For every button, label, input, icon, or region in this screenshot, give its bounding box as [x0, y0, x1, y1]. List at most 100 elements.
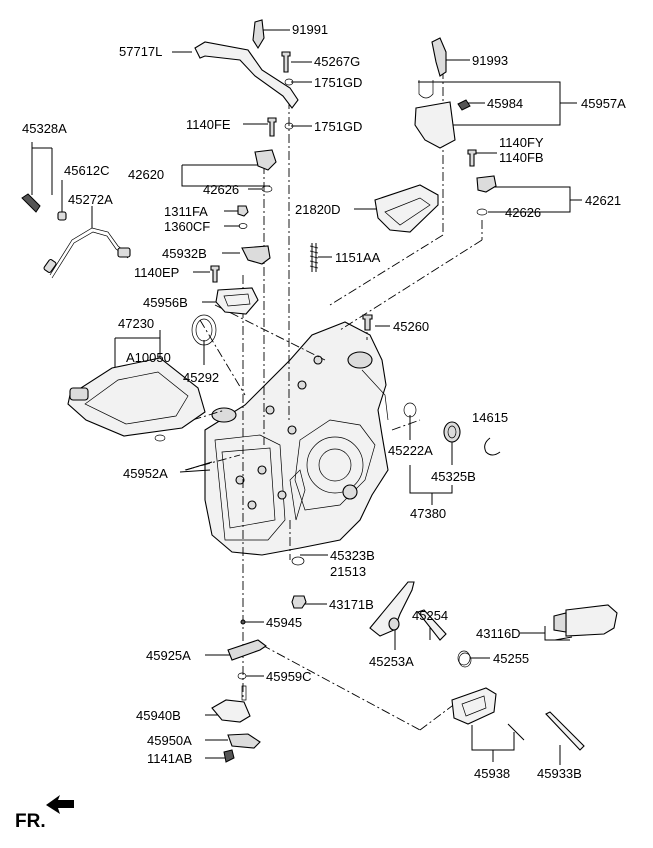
part-1140FB-bolt	[467, 149, 477, 167]
part-45957A-bracket	[414, 101, 456, 149]
label-1140FE: 1140FE	[186, 117, 231, 132]
label-42626-a: 42626	[203, 182, 239, 197]
label-45925A: 45925A	[146, 648, 191, 663]
label-45260: 45260	[393, 319, 429, 334]
label-42626-b: 42626	[505, 205, 541, 220]
part-45323B-seal	[291, 556, 305, 566]
part-A10050-oring	[154, 434, 166, 442]
part-1360CF-ring	[238, 223, 248, 229]
label-43171B: 43171B	[329, 597, 374, 612]
label-45940B: 45940B	[136, 708, 181, 723]
fr-arrow-icon	[46, 795, 74, 814]
label-42620: 42620	[128, 167, 164, 182]
part-45938-bracket	[451, 687, 497, 725]
part-45253A-lever	[369, 581, 415, 637]
label-57717L: 57717L	[119, 44, 162, 59]
part-45328A-bolt	[21, 193, 41, 213]
label-45323B: 45323B	[330, 548, 375, 563]
part-45260-plug	[362, 314, 373, 331]
part-1311FA-nut	[237, 205, 249, 217]
part-45950A-sensor	[227, 733, 261, 749]
part-42626-ring-a	[261, 185, 273, 193]
part-21820D-bracket	[374, 184, 439, 233]
label-45328A: 45328A	[22, 121, 67, 136]
label-45255: 45255	[493, 651, 529, 666]
part-1751GD-ring-b	[284, 122, 294, 130]
part-45267G-bolt	[281, 51, 291, 73]
label-1141AB: 1141AB	[147, 751, 192, 766]
part-45925A-linkage	[227, 639, 267, 661]
part-14615-clip	[484, 437, 501, 456]
label-47230: 47230	[118, 316, 154, 331]
part-43171B-plug	[291, 595, 307, 609]
label-1140FY: 1140FY	[499, 135, 544, 150]
label-1140EP: 1140EP	[134, 265, 179, 280]
label-45938: 45938	[474, 766, 510, 781]
label-14615: 14615	[472, 410, 508, 425]
part-45325B-seal	[443, 421, 461, 443]
part-42626-ring-b	[476, 208, 488, 216]
transmission-case	[204, 321, 389, 556]
part-45945-ring	[240, 619, 246, 625]
label-45612C: 45612C	[64, 163, 110, 178]
label-1751GD-a: 1751GD	[314, 75, 362, 90]
label-45254: 45254	[412, 608, 448, 623]
label-45292: 45292	[183, 370, 219, 385]
label-45272A: 45272A	[68, 192, 113, 207]
label-91991: 91991	[292, 22, 328, 37]
label-1751GD-b: 1751GD	[314, 119, 362, 134]
part-45222A-seal	[403, 402, 417, 418]
part-1151AA-spring	[309, 243, 319, 272]
part-1141AB-bolt	[223, 749, 235, 763]
label-45959C: 45959C	[266, 669, 312, 684]
label-21513: 21513	[330, 564, 366, 579]
part-45932B-bracket	[241, 245, 271, 265]
part-45254-shaft	[417, 609, 447, 641]
label-91993: 91993	[472, 53, 508, 68]
label-1360CF: 1360CF	[164, 219, 210, 234]
part-1140FE-bolt	[267, 117, 277, 137]
label-45950A: 45950A	[147, 733, 192, 748]
part-45959C-ring	[237, 672, 247, 680]
part-91993-clip	[431, 37, 447, 77]
part-45984-bolt	[457, 99, 471, 111]
part-45292-oring	[191, 314, 217, 346]
part-45612C-washer	[57, 211, 67, 221]
label-fr: FR.	[15, 811, 46, 832]
part-42621-sensor	[476, 175, 497, 193]
part-u-clamp	[418, 80, 434, 99]
label-45952A: 45952A	[123, 466, 168, 481]
part-1751GD-ring-a	[284, 78, 294, 86]
label-1151AA: 1151AA	[335, 250, 381, 265]
label-1311FA: 1311FA	[164, 204, 208, 219]
part-57717L-bracket	[194, 41, 299, 109]
label-45325B: 45325B	[431, 469, 476, 484]
label-45945: 45945	[266, 615, 302, 630]
label-45253A: 45253A	[369, 654, 414, 669]
label-45267G: 45267G	[314, 54, 360, 69]
label-47380: 47380	[410, 506, 446, 521]
part-45255-spring	[457, 650, 471, 666]
label-43116D: 43116D	[476, 626, 521, 641]
part-45956B-switch	[215, 287, 259, 315]
label-21820D: 21820D	[295, 202, 341, 217]
part-45952A-pin	[185, 461, 213, 471]
label-42621: 42621	[585, 193, 621, 208]
label-45932B: 45932B	[162, 246, 207, 261]
label-45933B: 45933B	[537, 766, 582, 781]
label-45956B: 45956B	[143, 295, 188, 310]
part-42620-sensor	[254, 149, 277, 171]
part-45933B-pin	[545, 711, 585, 751]
label-45957A: 45957A	[581, 96, 626, 111]
part-91991-clip	[252, 19, 265, 50]
label-45984: 45984	[487, 96, 523, 111]
label-1140FB: 1140FB	[499, 150, 544, 165]
label-45222A: 45222A	[388, 443, 433, 458]
part-labels: 91991 57717L 45267G 1751GD 91993 45984 4…	[15, 22, 626, 832]
part-1140EP-bolt	[210, 265, 220, 283]
part-45940B-bracket	[211, 699, 251, 723]
part-43116D-tube	[565, 604, 618, 637]
parts	[21, 19, 618, 814]
label-A10050: A10050	[126, 350, 171, 365]
